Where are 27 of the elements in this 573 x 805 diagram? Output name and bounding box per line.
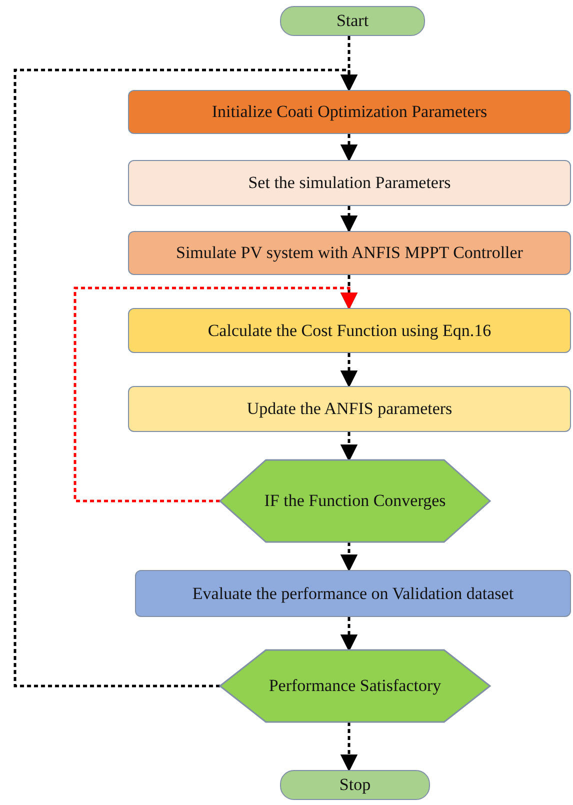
box-label: Stop xyxy=(339,775,371,795)
arrow xyxy=(74,286,358,502)
arrow xyxy=(340,617,358,652)
box-label: IF the Function Converges xyxy=(264,491,446,511)
box-label: Performance Satisfactory xyxy=(268,676,442,696)
process-box xyxy=(135,570,571,617)
box-label: Set the simulation Parameters xyxy=(248,173,451,193)
box-label: Start xyxy=(336,11,369,31)
terminal-box xyxy=(280,6,425,36)
box-label: Calculate the Cost Function using Eqn.16 xyxy=(208,320,492,340)
process-box xyxy=(128,308,571,353)
box-label: Evaluate the performance on Validation dataset xyxy=(192,584,514,604)
box-label: Simulate PV system with ANFIS MPPT Controller xyxy=(176,243,523,263)
process-box xyxy=(128,386,571,432)
arrow xyxy=(340,206,358,233)
process-box xyxy=(128,160,571,206)
arrow xyxy=(340,432,358,462)
arrow xyxy=(340,542,358,572)
box-label: Initialize Coati Optimization Parameters xyxy=(212,102,488,122)
process-box xyxy=(128,231,571,275)
arrow xyxy=(340,722,358,772)
terminal-box xyxy=(280,770,430,800)
arrow xyxy=(340,134,358,162)
arrow xyxy=(340,353,358,388)
process-box xyxy=(128,90,571,134)
box-label: Update the ANFIS parameters xyxy=(246,399,452,419)
arrow xyxy=(14,68,358,688)
